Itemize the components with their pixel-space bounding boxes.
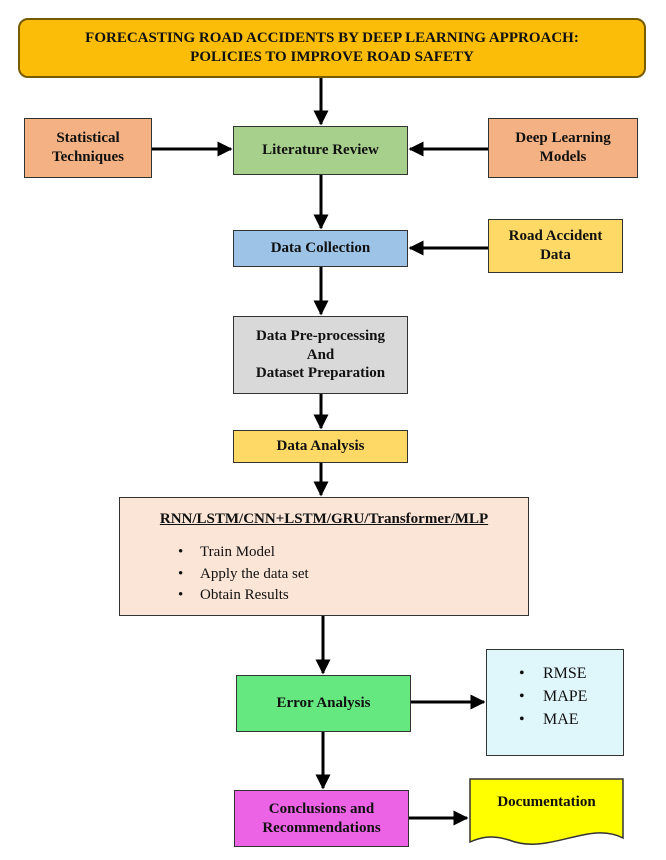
title-line-2: POLICIES TO IMPROVE ROAD SAFETY <box>190 49 474 65</box>
deep-learning-line-2: Models <box>539 149 587 165</box>
models-box: RNN/LSTM/CNN+LSTM/GRU/Transformer/MLP Tr… <box>119 497 529 616</box>
models-step: Train Model <box>178 543 528 562</box>
metrics-list: RMSE MAPE MAE <box>519 664 623 730</box>
conclusions-line-1: Conclusions and <box>268 800 375 817</box>
models-steps-list: Train Model Apply the data set Obtain Re… <box>178 543 528 605</box>
error-analysis-label: Error Analysis <box>276 695 371 712</box>
statistical-line-1: Statistical <box>56 130 120 147</box>
preprocessing-box: Data Pre-processing And Dataset Preparat… <box>233 316 408 394</box>
title-line-1: FORECASTING ROAD ACCIDENTS BY DEEP LEARN… <box>85 30 579 47</box>
title-box: FORECASTING ROAD ACCIDENTS BY DEEP LEARN… <box>18 18 646 78</box>
road-accident-line-1: Road Accident <box>508 228 603 245</box>
error-analysis-box: Error Analysis <box>236 675 411 732</box>
statistical-techniques-box: Statistical Techniques <box>24 118 152 178</box>
data-collection-box: Data Collection <box>233 230 408 267</box>
documentation-box: Documentation <box>469 778 624 848</box>
preprocessing-line-2: And <box>306 346 335 363</box>
statistical-line-2: Techniques <box>52 149 124 165</box>
road-accident-line-2: Data <box>540 247 571 263</box>
deep-learning-line-1: Deep Learning <box>515 130 611 147</box>
conclusions-line-2: Recommendations <box>262 819 381 836</box>
metrics-box: RMSE MAPE MAE <box>486 649 624 756</box>
data-collection-label: Data Collection <box>270 240 371 257</box>
metric-item: MAE <box>519 710 623 730</box>
models-title: RNN/LSTM/CNN+LSTM/GRU/Transformer/MLP <box>159 511 489 527</box>
deep-learning-models-box: Deep Learning Models <box>488 118 638 178</box>
models-step: Obtain Results <box>178 586 528 605</box>
data-analysis-label: Data Analysis <box>276 438 365 455</box>
metric-item: MAPE <box>519 687 623 707</box>
models-step: Apply the data set <box>178 565 528 584</box>
conclusions-box: Conclusions and Recommendations <box>234 790 409 847</box>
literature-review-box: Literature Review <box>233 126 408 175</box>
metric-item: RMSE <box>519 664 623 684</box>
road-accident-data-box: Road Accident Data <box>488 219 623 273</box>
data-analysis-box: Data Analysis <box>233 430 408 463</box>
documentation-label: Documentation <box>497 794 596 810</box>
preprocessing-line-1: Data Pre-processing <box>255 327 385 344</box>
document-shape <box>469 778 624 845</box>
literature-review-label: Literature Review <box>262 142 379 159</box>
preprocessing-line-3: Dataset Preparation <box>255 365 386 382</box>
